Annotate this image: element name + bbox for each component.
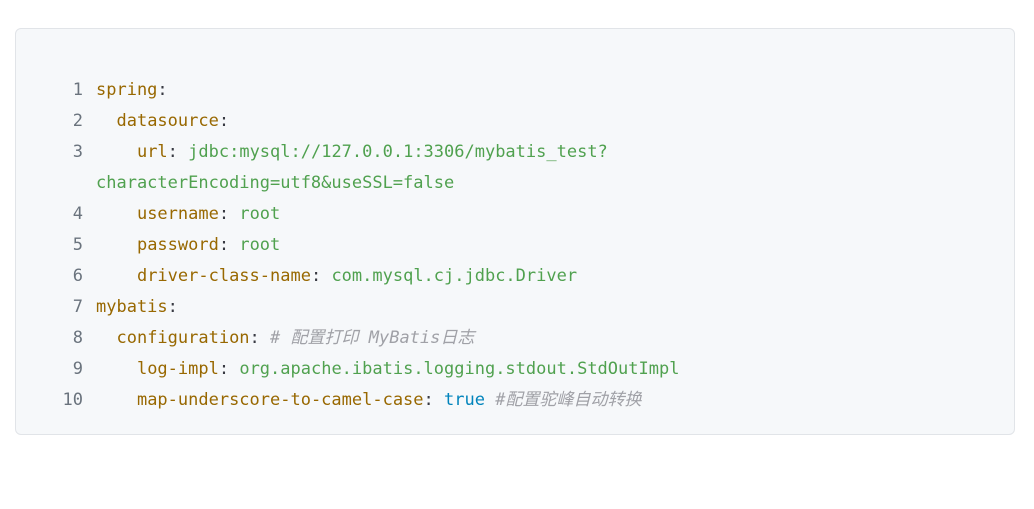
yaml-comment: # 配置打印 MyBatis日志 bbox=[270, 328, 475, 348]
code-line: 2 datasource: bbox=[16, 106, 1016, 137]
code-line: 6 driver-class-name: com.mysql.cj.jdbc.D… bbox=[16, 261, 1016, 292]
yaml-key: map-underscore-to-camel-case bbox=[136, 390, 424, 410]
yaml-boolean: true bbox=[444, 390, 485, 410]
yaml-key: datasource bbox=[116, 111, 219, 131]
yaml-key: driver-class-name bbox=[136, 266, 311, 286]
code-body: 1 spring: 2 datasource: 3 url: jdbc:mysq… bbox=[16, 75, 1016, 416]
line-number: 8 bbox=[72, 328, 83, 348]
line-number: 10 bbox=[62, 390, 83, 410]
code-line: 4 username: root bbox=[16, 199, 1016, 230]
line-number: 6 bbox=[72, 266, 83, 286]
line-number: 5 bbox=[72, 235, 83, 255]
code-line: 7 mybatis: bbox=[16, 292, 1016, 323]
line-number: 3 bbox=[72, 142, 83, 162]
yaml-key: spring bbox=[96, 80, 158, 100]
yaml-key: password bbox=[136, 235, 219, 255]
code-line: 5 password: root bbox=[16, 230, 1016, 261]
yaml-value: root bbox=[239, 235, 281, 255]
code-line: 3 url: jdbc:mysql://127.0.0.1:3306/mybat… bbox=[16, 137, 1016, 199]
yaml-value: jdbc:mysql://127.0.0.1:3306/mybatis_test… bbox=[188, 142, 608, 162]
line-number: 7 bbox=[72, 297, 83, 317]
yaml-value: org.apache.ibatis.logging.stdout.StdOutI… bbox=[239, 359, 680, 379]
yaml-key: log-impl bbox=[136, 359, 219, 379]
yaml-key: configuration bbox=[116, 328, 250, 348]
yaml-key: url bbox=[136, 142, 168, 162]
code-line: 10 map-underscore-to-camel-case: true #配… bbox=[16, 385, 1016, 416]
yaml-key: username bbox=[136, 204, 219, 224]
line-number: 4 bbox=[72, 204, 83, 224]
code-line: 9 log-impl: org.apache.ibatis.logging.st… bbox=[16, 354, 1016, 385]
yaml-comment: #配置驼峰自动转换 bbox=[495, 390, 642, 410]
line-number: 2 bbox=[72, 111, 83, 131]
code-block: 1 spring: 2 datasource: 3 url: jdbc:mysq… bbox=[15, 28, 1015, 435]
yaml-value-continuation: characterEncoding=utf8&useSSL=false bbox=[96, 173, 455, 193]
yaml-value: root bbox=[239, 204, 281, 224]
yaml-key: mybatis bbox=[96, 297, 168, 317]
line-number: 9 bbox=[72, 359, 83, 379]
code-line: 8 configuration: # 配置打印 MyBatis日志 bbox=[16, 323, 1016, 354]
yaml-value: com.mysql.cj.jdbc.Driver bbox=[331, 266, 578, 286]
code-line: 1 spring: bbox=[16, 75, 1016, 106]
line-number: 1 bbox=[72, 80, 83, 100]
